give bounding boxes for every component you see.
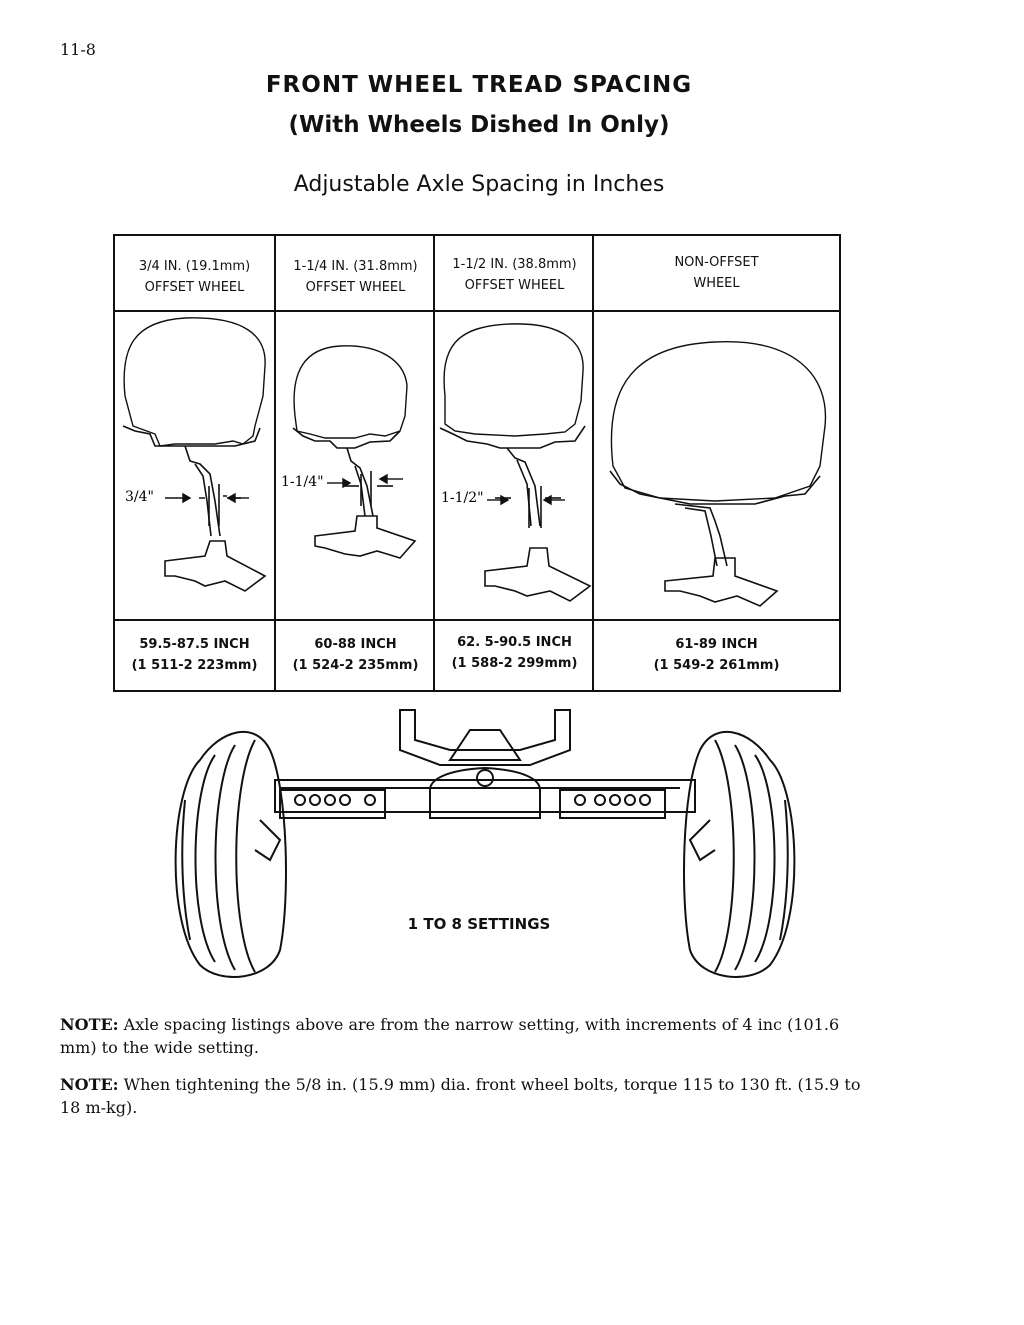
page-title: FRONT WHEEL TREAD SPACING (265, 72, 693, 98)
note: NOTE: When tightening the 5/8 in. (15.9 … (60, 1075, 861, 1117)
wheel-diagram-non-offset (609, 341, 827, 607)
page-subtitle: (With Wheels Dished In Only) (288, 112, 670, 138)
axle-settings-caption: 1 TO 8 SETTINGS (407, 915, 551, 933)
wheel-offset-diagrams: 3/4" 1-1/4" 1-1/2" (122, 317, 827, 607)
spacing-table: 3/4 IN. (19.1mm)OFFSET WHEEL 1-1/4 IN. (… (113, 234, 841, 692)
left-tire (174, 731, 287, 978)
wheel-diagram-1-1-2 (439, 323, 592, 602)
offset-label: 1-1/2" (441, 490, 484, 506)
range-cell: 59.5-87.5 INCH(1 511-2 223mm) (131, 637, 258, 673)
range-cell: 61-89 INCH(1 549-2 261mm) (653, 637, 780, 673)
column-header: 1-1/2 IN. (38.8mm)OFFSET WHEEL (452, 257, 577, 293)
range-cell: 60-88 INCH(1 524-2 235mm) (292, 637, 419, 673)
page-number: 11-8 (60, 40, 96, 59)
section-heading: Adjustable Axle Spacing in Inches (293, 172, 665, 197)
column-header: 1-1/4 IN. (31.8mm)OFFSET WHEEL (293, 259, 418, 295)
column-header: 3/4 IN. (19.1mm)OFFSET WHEEL (138, 259, 251, 295)
wheel-diagram-1-1-4 (292, 345, 417, 559)
offset-label: 1-1/4" (281, 474, 324, 490)
note: NOTE: Axle spacing listings above are fr… (60, 1015, 840, 1057)
right-tire (683, 731, 796, 978)
front-axle-illustration (174, 709, 796, 978)
wheel-diagram-3-4 (122, 317, 267, 592)
offset-label: 3/4" (125, 489, 154, 505)
range-cell: 62. 5-90.5 INCH(1 588-2 299mm) (451, 635, 578, 671)
